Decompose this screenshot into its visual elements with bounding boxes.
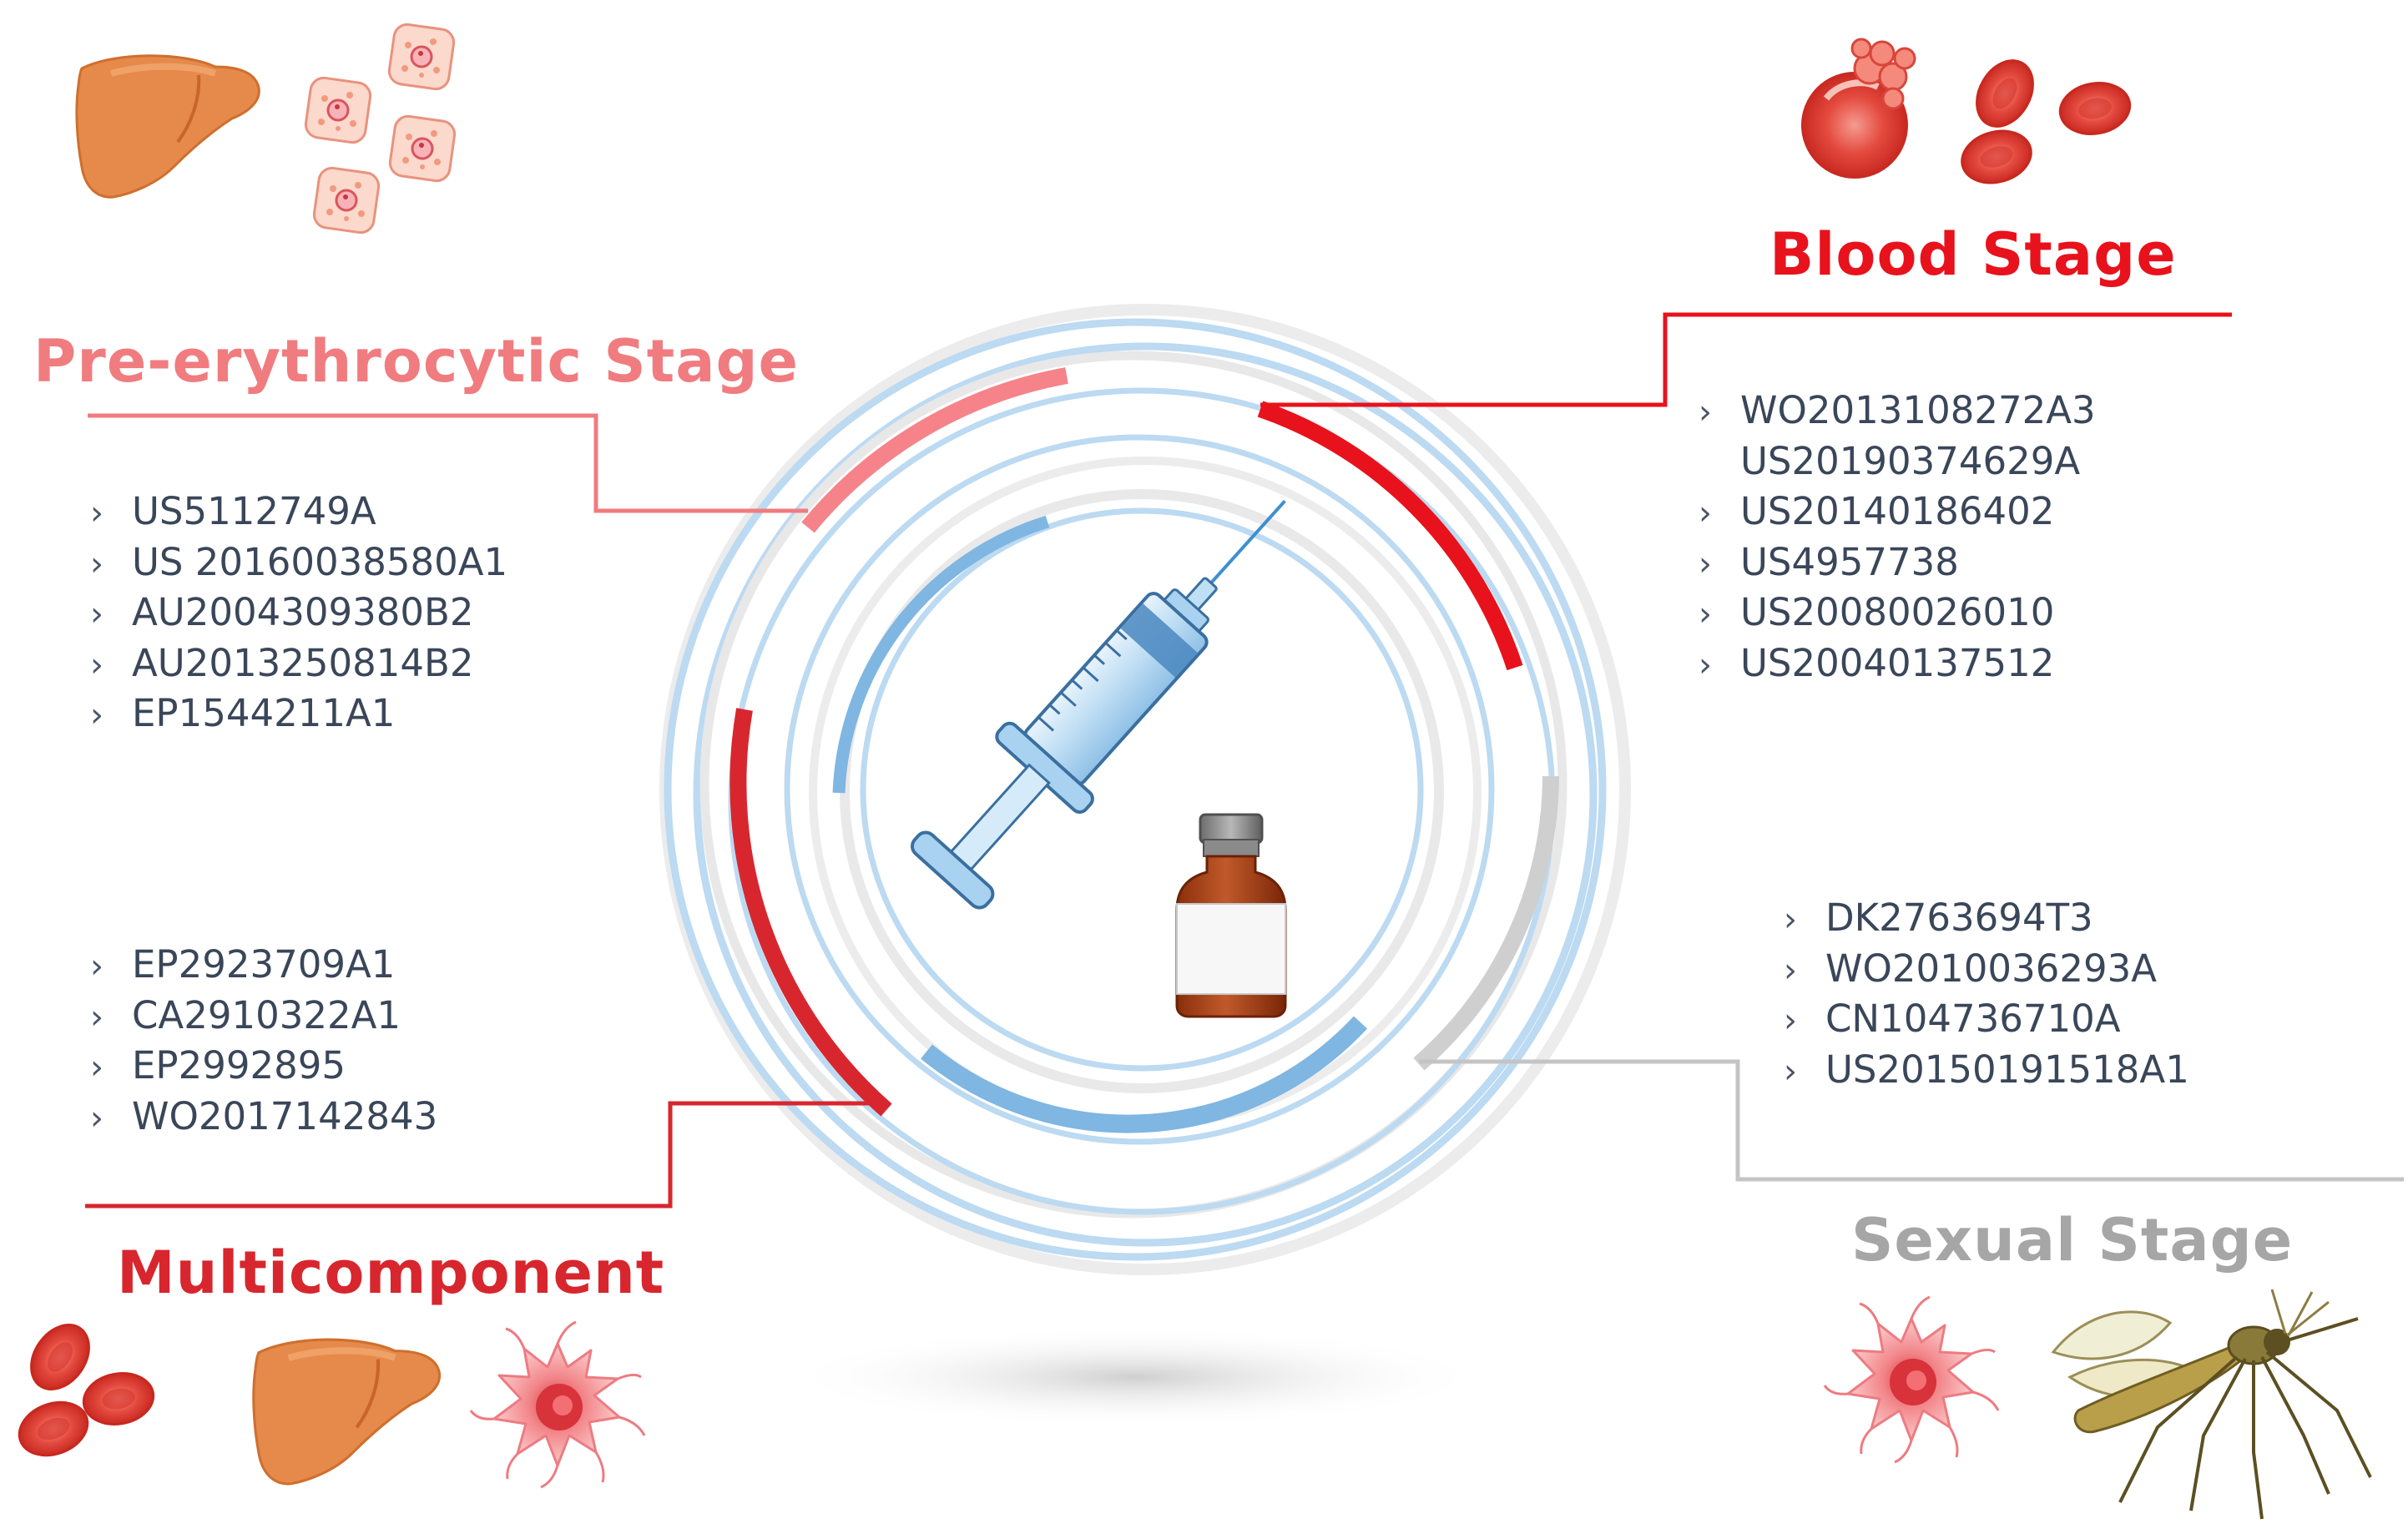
patent-number: WO2017142843 bbox=[132, 1093, 438, 1138]
blood-stage-arc bbox=[1257, 401, 1523, 671]
sexual-stage-arc bbox=[1413, 775, 1559, 1071]
patent-list-item: › US20150191518A1 bbox=[1784, 1045, 2189, 1096]
liver-icon bbox=[77, 56, 259, 197]
sexual-stage-patent-list: ›DK2763694T3›WO2010036293A›CN104736710A›… bbox=[1784, 893, 2189, 1095]
chevron-right-icon: › bbox=[1784, 1002, 1797, 1040]
chevron-right-icon: › bbox=[1699, 544, 1712, 583]
patent-list-item: › US20040137512 bbox=[1699, 638, 2096, 689]
blood-stage-title: Blood Stage bbox=[1769, 220, 2177, 289]
patent-number: US20080026010 bbox=[1740, 590, 2055, 634]
patent-number: US 20160038580A1 bbox=[132, 539, 508, 584]
gametocyte-icon bbox=[469, 1320, 646, 1489]
patent-list-item: › AU2013250814B2 bbox=[90, 638, 507, 689]
patent-list-item: › US20080026010 bbox=[1699, 588, 2096, 638]
patent-list-item: › AU2004309380B2 bbox=[90, 588, 507, 638]
pre-erythrocytic-patent-list: › US5112749A › US 20160038580A1 › AU200430938… bbox=[90, 487, 507, 739]
red-blood-cell-icon bbox=[1955, 49, 2136, 192]
patent-list-item: › US4957738 bbox=[1699, 537, 2096, 588]
patent-list-item: › WO2017142843 bbox=[90, 1092, 437, 1143]
chevron-right-icon: › bbox=[1784, 1052, 1797, 1091]
syringe-icon bbox=[911, 499, 1286, 910]
chevron-right-icon: › bbox=[90, 1098, 103, 1138]
chevron-right-icon: › bbox=[90, 494, 103, 532]
chevron-right-icon: › bbox=[1784, 951, 1797, 990]
patent-number: DK2763694T3 bbox=[1825, 896, 2093, 940]
infected-hepatocyte-icon bbox=[302, 21, 458, 236]
chevron-right-icon: › bbox=[90, 947, 103, 986]
patent-list-item: › US5112749A bbox=[90, 487, 507, 537]
pre-erythrocytic-connector bbox=[88, 413, 808, 513]
sexual-stage-connector bbox=[1419, 1059, 2404, 1182]
chevron-right-icon: › bbox=[90, 595, 103, 633]
mosquito-icon bbox=[2051, 1289, 2372, 1520]
patent-number: AU2004309380B2 bbox=[132, 590, 474, 634]
patent-number: US20190374629A bbox=[1740, 438, 2081, 483]
patent-list-item: › WO2010036293A bbox=[1784, 944, 2189, 995]
patent-number: EP1544211A1 bbox=[132, 691, 396, 735]
pre-erythrocytic-arc bbox=[801, 367, 1068, 533]
patent-number: CA2910322A1 bbox=[132, 992, 401, 1037]
patent-number: US20040137512 bbox=[1740, 640, 2055, 685]
patent-number: CN104736710A bbox=[1825, 997, 2121, 1041]
inner-blue-arc-top bbox=[832, 515, 1050, 794]
patent-list-item: › EP2923709A1 bbox=[90, 940, 437, 991]
patent-number: US4957738 bbox=[1740, 539, 1959, 584]
patent-number: US20140186402 bbox=[1740, 489, 2055, 533]
blood-stage-connector bbox=[1260, 312, 2232, 407]
patent-number: EP2923709A1 bbox=[132, 942, 396, 987]
connector-lines bbox=[85, 312, 2404, 1209]
patent-number: AU2013250814B2 bbox=[132, 640, 474, 685]
patent-number: US20150191518A1 bbox=[1825, 1047, 2189, 1092]
vaccine-vial-icon bbox=[1175, 813, 1287, 1018]
patent-number: US5112749A bbox=[132, 489, 376, 533]
stage-arcs bbox=[729, 367, 1559, 1133]
pre-erythrocytic-stage-title: Pre-erythrocytic Stage bbox=[33, 327, 800, 396]
patent-list-item: › EP1544211A1 bbox=[90, 689, 507, 739]
patent-list-item: › CA2910322A1 bbox=[90, 991, 437, 1042]
chevron-right-icon: › bbox=[90, 696, 103, 734]
chevron-right-icon: › bbox=[90, 544, 103, 583]
patent-number: WO2010036293A bbox=[1825, 946, 2158, 991]
chevron-right-icon: › bbox=[90, 645, 103, 684]
patent-list-item: › US20140186402 bbox=[1699, 487, 2096, 537]
chevron-right-icon: › bbox=[90, 997, 103, 1037]
chevron-right-icon: › bbox=[1699, 494, 1712, 532]
chevron-right-icon: › bbox=[1699, 645, 1712, 684]
patent-list-item: › US 20160038580A1 bbox=[90, 537, 507, 588]
inner-blue-arc-bottom bbox=[921, 1016, 1368, 1133]
patent-number: EP2992895 bbox=[132, 1043, 346, 1087]
chevron-right-icon: › bbox=[1699, 595, 1712, 633]
multicomponent-title: Multicomponent bbox=[117, 1239, 665, 1307]
patent-list-item: › CN104736710A bbox=[1784, 994, 2189, 1045]
liver-icon bbox=[254, 1340, 440, 1484]
patent-list-item: › WO2013108272A3 bbox=[1699, 386, 2096, 436]
patent-list-item: US20190374629A bbox=[1699, 436, 2096, 487]
ring-shadow bbox=[785, 1327, 1486, 1427]
red-blood-cell-icon bbox=[10, 1312, 159, 1466]
multicomponent-connector bbox=[85, 1101, 886, 1209]
ruptured-erythrocyte-icon bbox=[1801, 38, 1916, 179]
sexual-stage-title: Sexual Stage bbox=[1851, 1206, 2294, 1274]
patent-list-item: › EP2992895 bbox=[90, 1041, 437, 1092]
chevron-right-icon: › bbox=[90, 1048, 103, 1087]
chevron-right-icon: › bbox=[1784, 901, 1797, 939]
multicomponent-patent-list: › EP2923709A1 › CA2910322A1 › EP2992895 › WO201… bbox=[90, 940, 437, 1142]
chevron-right-icon: › bbox=[1699, 393, 1712, 431]
multicomponent-arc bbox=[729, 708, 892, 1117]
patent-list-item: › DK2763694T3 bbox=[1784, 893, 2189, 944]
gametocyte-icon bbox=[1823, 1295, 2000, 1464]
patent-number: WO2013108272A3 bbox=[1740, 388, 2096, 432]
